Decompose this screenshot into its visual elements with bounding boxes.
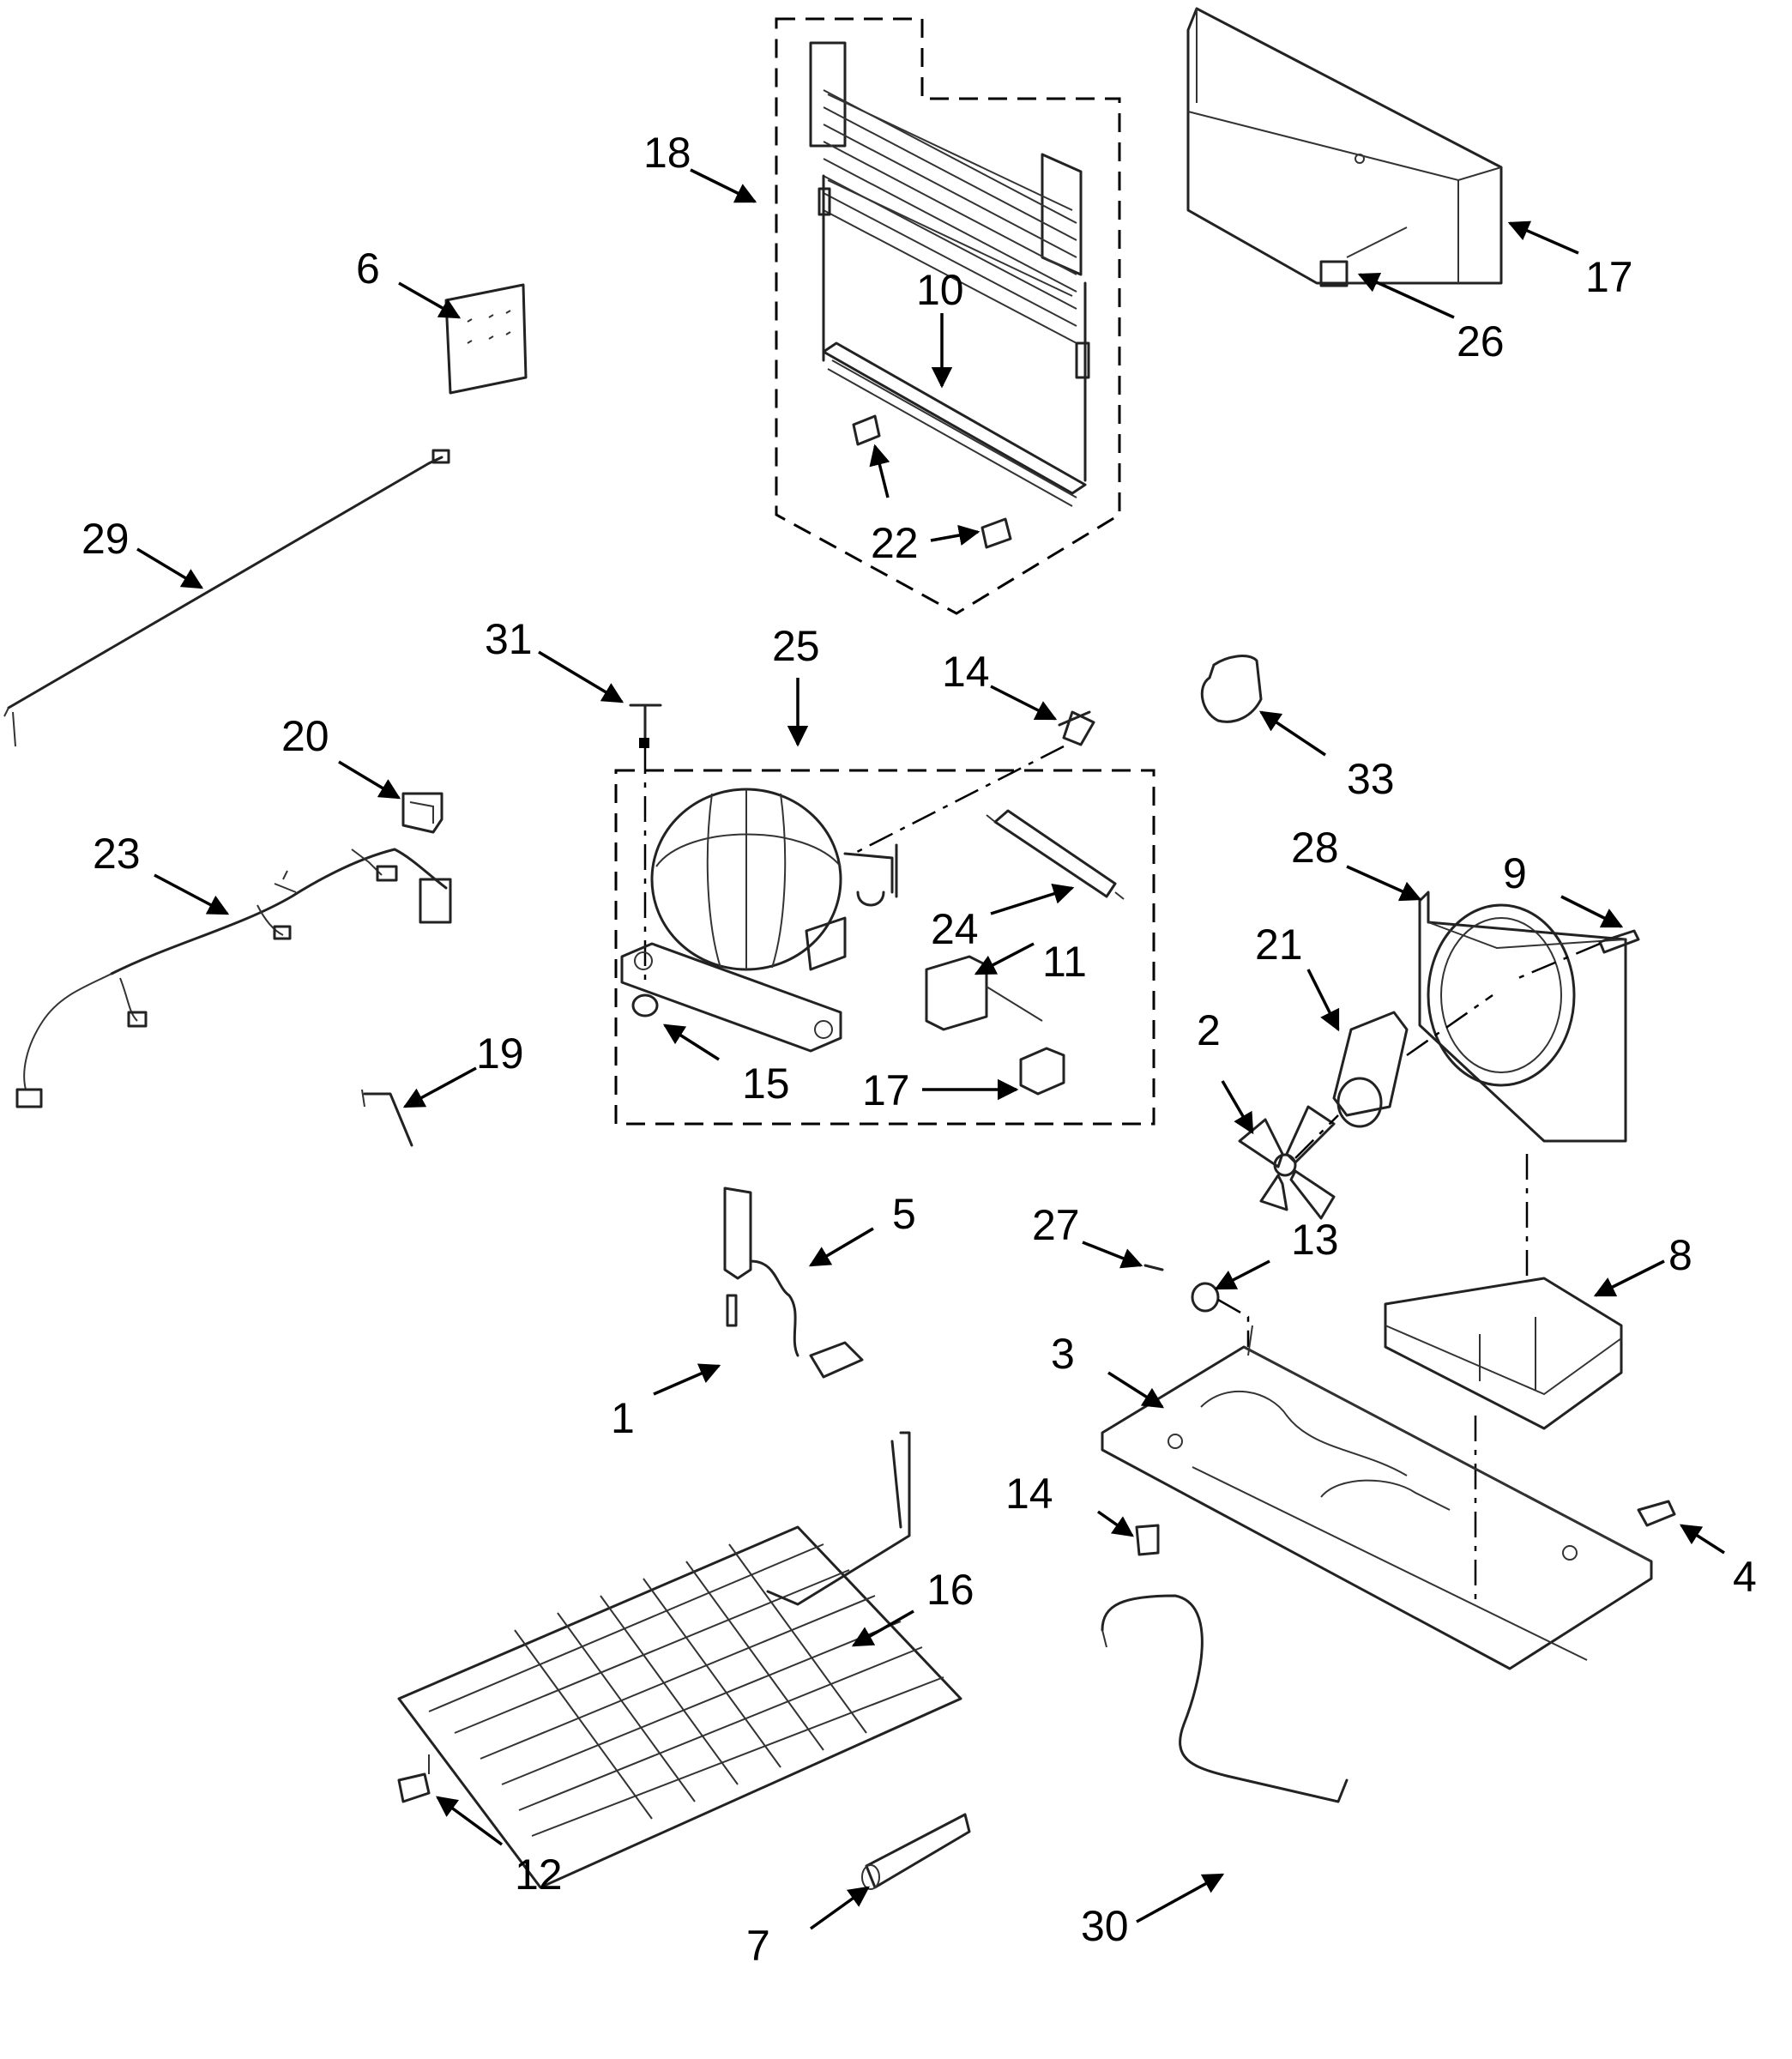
insulation-tube [861, 1813, 971, 1890]
condenser-fan-motor [1332, 993, 1493, 1128]
callout-4: 4 [1733, 1553, 1757, 1601]
callout-19: 19 [476, 1030, 524, 1078]
shroud-screw [1517, 929, 1640, 980]
condenser-tray [1384, 1154, 1623, 1600]
base-grommet [1191, 1282, 1250, 1347]
callout-23: 22 [871, 519, 919, 567]
callout-8: 8 [1668, 1231, 1692, 1279]
duct-cover [1186, 7, 1503, 285]
callout-27: 26 [1457, 317, 1505, 365]
tube-clip [1200, 655, 1263, 723]
callout-6: 6 [356, 245, 380, 293]
harness-bracket [401, 792, 443, 834]
compressor-grommet [631, 993, 659, 1017]
callout-3: 3 [1051, 1330, 1075, 1378]
callout-25: 24 [931, 905, 979, 953]
callout-12: 12 [515, 1851, 563, 1899]
callout-10: 10 [916, 266, 964, 314]
callout-2: 2 [1197, 1006, 1221, 1054]
condenser-fan-blade [1238, 1105, 1339, 1220]
callout-11: 11 [1042, 938, 1087, 986]
callout-9: 9 [1503, 849, 1527, 897]
callout-14-lower: 14 [1005, 1470, 1053, 1518]
evaporator-clip-upper [852, 414, 881, 446]
drain-tube-assembly [723, 1186, 864, 1379]
callout-22: 21 [1255, 921, 1303, 969]
base-side-screw [1637, 1500, 1676, 1527]
condenser-fan-shroud [1418, 891, 1627, 1143]
evaporator-clip-lower [980, 517, 1012, 549]
duct-clip [1319, 226, 1408, 287]
compressor-bolt [853, 710, 1095, 855]
compressor [620, 788, 898, 1053]
callout-14-upper: 14 [942, 648, 990, 696]
condenser-coil [397, 1431, 962, 1889]
condenser-clip [397, 1754, 431, 1803]
small-wire [361, 1089, 413, 1147]
callout-20: 18 [643, 129, 691, 177]
callout-13: 13 [1291, 1216, 1339, 1264]
callout-31: 30 [1081, 1902, 1129, 1950]
evaporator-coil [809, 41, 1090, 507]
discharge-tube [1101, 1594, 1349, 1803]
callout-28: 27 [1032, 1201, 1080, 1249]
callout-17: 17 [862, 1066, 910, 1114]
label-panel [444, 283, 528, 395]
evaporator-assembly-outline [775, 17, 1121, 615]
filter-drier [986, 809, 1125, 900]
callout-5: 5 [892, 1190, 916, 1238]
overload-protector [1019, 1047, 1065, 1096]
callout-24: 23 [93, 830, 141, 878]
callout-29: 28 [1291, 824, 1339, 872]
callout-26: 25 [772, 622, 820, 670]
base-screw [1143, 1264, 1164, 1271]
start-relay [925, 955, 1043, 1031]
callout-18: 17 [1585, 253, 1633, 301]
callout-32: 31 [485, 615, 533, 663]
callout-33: 33 [1347, 755, 1395, 803]
machine-compartment-base [1101, 1325, 1653, 1670]
callout-1: 1 [611, 1394, 635, 1442]
wire-harness-cord [3, 449, 450, 747]
callout-16: 16 [926, 1566, 974, 1614]
callout-7: 7 [746, 1922, 770, 1970]
callout-15: 15 [742, 1060, 790, 1108]
callout-labels: 18 10 22 17 26 6 29 31 25 14 20 33 28 9 … [81, 129, 1757, 1970]
callout-30: 29 [81, 515, 130, 563]
wiring-harness [15, 848, 452, 1108]
callout-arrows [136, 168, 1725, 1930]
compressor-assembly-outline [614, 769, 1155, 1126]
callout-21: 20 [281, 712, 329, 760]
base-mounting-screw [1135, 1524, 1160, 1556]
